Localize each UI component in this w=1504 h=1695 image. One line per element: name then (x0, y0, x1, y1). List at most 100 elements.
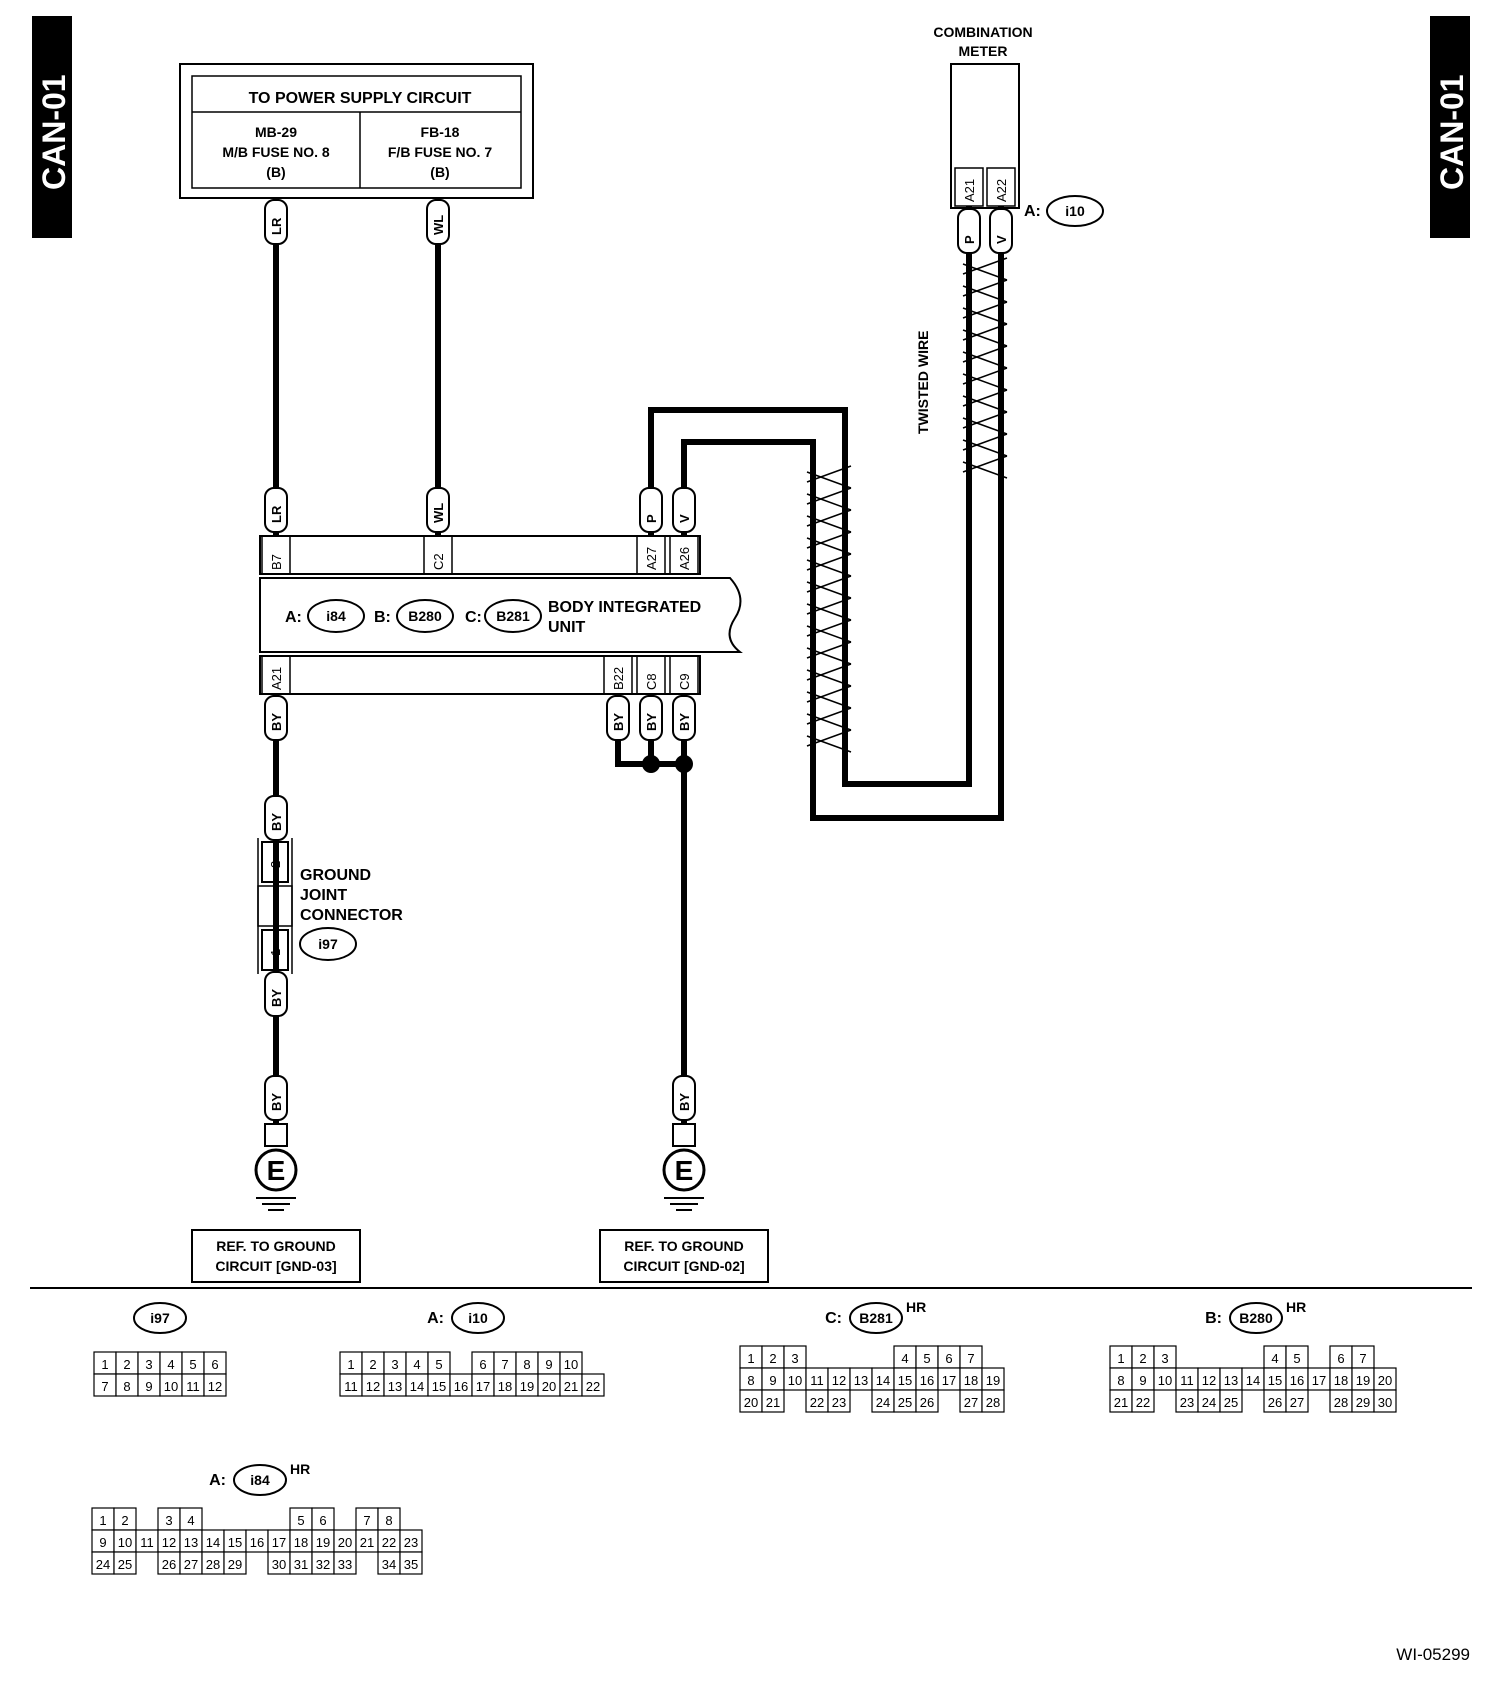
ground-ref-left-2: CIRCUIT [GND-03] (215, 1258, 336, 1274)
view-b281-pin-18: 18 (964, 1373, 978, 1388)
power-supply-box: TO POWER SUPPLY CIRCUIT MB-29 M/B FUSE N… (179, 63, 534, 199)
by-left-2-label: BY (269, 813, 284, 831)
combination-meter-title-1: COMBINATION (933, 24, 1032, 40)
biu-top-pin-b7: B7 (269, 554, 284, 570)
view-b281-cell (915, 1389, 939, 1413)
view-b280-pin-10: 10 (1158, 1373, 1172, 1388)
meter-twisted-twist (962, 389, 1008, 407)
view-i84-pin-31: 31 (294, 1557, 308, 1572)
by-c8-label: BY (644, 713, 659, 731)
loop-twisted-twist (806, 493, 852, 511)
meter-twisted-twist (962, 285, 1008, 303)
view-b280-pin-13: 13 (1224, 1373, 1238, 1388)
view-b280-pin-20: 20 (1378, 1373, 1392, 1388)
view-b281-pin-23: 23 (832, 1395, 846, 1410)
view-i84-pin-5: 5 (297, 1513, 304, 1528)
view-b281-pin-22: 22 (810, 1395, 824, 1410)
view-b280-pin-2: 2 (1139, 1351, 1146, 1366)
view-b281-pin-25: 25 (898, 1395, 912, 1410)
loop-twisted-twist (806, 509, 852, 527)
view-b281-pin-3: 3 (791, 1351, 798, 1366)
view-i97-pin-5: 5 (189, 1357, 196, 1372)
view-i10-pin-21: 21 (564, 1379, 578, 1394)
view-b280-pin-25: 25 (1224, 1395, 1238, 1410)
wire-wl-top-tag (426, 199, 450, 245)
view-i10-pin-1: 1 (347, 1357, 354, 1372)
meter-twisted-twist (962, 417, 1008, 435)
view-i10-pin-7: 7 (501, 1357, 508, 1372)
ground-right-circle (662, 1148, 706, 1192)
loop-twisted-twist (806, 537, 852, 555)
biu-connector-b280: B280 (408, 608, 442, 624)
view-i84-prefix: A: (209, 1472, 226, 1489)
meter-wire-p-label: P (962, 235, 977, 244)
view-b281-id-oval (849, 1302, 903, 1334)
view-i10-pin-3: 3 (391, 1357, 398, 1372)
by-right-ground-tag (672, 1075, 696, 1121)
loop-twisted-twist (806, 559, 852, 577)
view-i84-cell (399, 1551, 423, 1575)
view-b281-pin-11: 11 (810, 1373, 824, 1388)
by-left-4-tag (264, 1075, 288, 1121)
view-b281-pin-24: 24 (876, 1395, 890, 1410)
meter-twisted-twist (962, 279, 1008, 297)
wire-v-bottom-label: V (677, 514, 692, 523)
view-b281-cell (761, 1389, 785, 1413)
view-i84-pin-11: 11 (140, 1535, 154, 1550)
view-b280-id-oval (1229, 1302, 1283, 1334)
view-i97-pin-2: 2 (123, 1357, 130, 1372)
meter-wire-p-tag (957, 208, 981, 254)
by-c9-label: BY (677, 713, 692, 731)
view-b280-suffix: HR (1286, 1299, 1306, 1315)
biu-bottom-pin-a21: A21 (269, 667, 284, 690)
biu-prefix-a: A: (285, 609, 302, 626)
view-b280-pin-19: 19 (1356, 1373, 1370, 1388)
view-i84-pin-28: 28 (206, 1557, 220, 1572)
right-tab: CAN-01 (1430, 16, 1470, 238)
view-i84-pin-3: 3 (165, 1513, 172, 1528)
view-b280-pin-9: 9 (1139, 1373, 1146, 1388)
left-tab-label: CAN-01 (36, 74, 72, 190)
by-left-4-label: BY (269, 1093, 284, 1111)
view-b280-pin-1: 1 (1117, 1351, 1124, 1366)
view-i84-pin-22: 22 (382, 1535, 396, 1550)
view-i10-pin-14: 14 (410, 1379, 424, 1394)
view-i97-pin-8: 8 (123, 1379, 130, 1394)
view-i10-pin-15: 15 (432, 1379, 446, 1394)
wire-p (648, 206, 972, 787)
meter-wire-v-label: V (994, 235, 1009, 244)
wire-p-bottom-tag (639, 487, 663, 533)
view-i10-pin-18: 18 (498, 1379, 512, 1394)
view-b281-pin-19: 19 (986, 1373, 1000, 1388)
biu-connector-b281: B281 (496, 608, 530, 624)
view-i84-pin-1: 1 (99, 1513, 106, 1528)
view-i84-pin-13: 13 (184, 1535, 198, 1550)
ground-joint-label-3: CONNECTOR (300, 907, 403, 924)
view-b281-cell (981, 1389, 1005, 1413)
wire-v-bottom-tag (672, 487, 696, 533)
fb-connector: FB-18 (421, 124, 460, 140)
loop-twisted-twist (806, 735, 852, 753)
view-b280-pin-26: 26 (1268, 1395, 1282, 1410)
view-b281-pin-1: 1 (747, 1351, 754, 1366)
ground-ref-right-2: CIRCUIT [GND-02] (623, 1258, 744, 1274)
combination-meter: COMBINATION METER A21 A22 A: i10 (933, 24, 1104, 227)
view-b280-id: B280 (1239, 1310, 1273, 1326)
loop-twisted-twist (806, 575, 852, 593)
view-i97-pin-6: 6 (211, 1357, 218, 1372)
view-i84-pin-4: 4 (187, 1513, 194, 1528)
view-i10-cell (581, 1373, 605, 1397)
by-b22-tag (606, 695, 630, 741)
ground-ref-right-1: REF. TO GROUND (624, 1238, 744, 1254)
view-b281-cell (827, 1389, 851, 1413)
biu-top-pin-a26: A26 (677, 547, 692, 570)
loop-twisted-twist (806, 553, 852, 571)
view-i97-pin-4: 4 (167, 1357, 174, 1372)
view-i10-pin-10: 10 (564, 1357, 578, 1372)
view-i10-pin-5: 5 (435, 1357, 442, 1372)
view-i10-pin-12: 12 (366, 1379, 380, 1394)
meter-twisted-twist (962, 439, 1008, 457)
view-b281-pin-21: 21 (766, 1395, 780, 1410)
view-b280-pin-12: 12 (1202, 1373, 1216, 1388)
